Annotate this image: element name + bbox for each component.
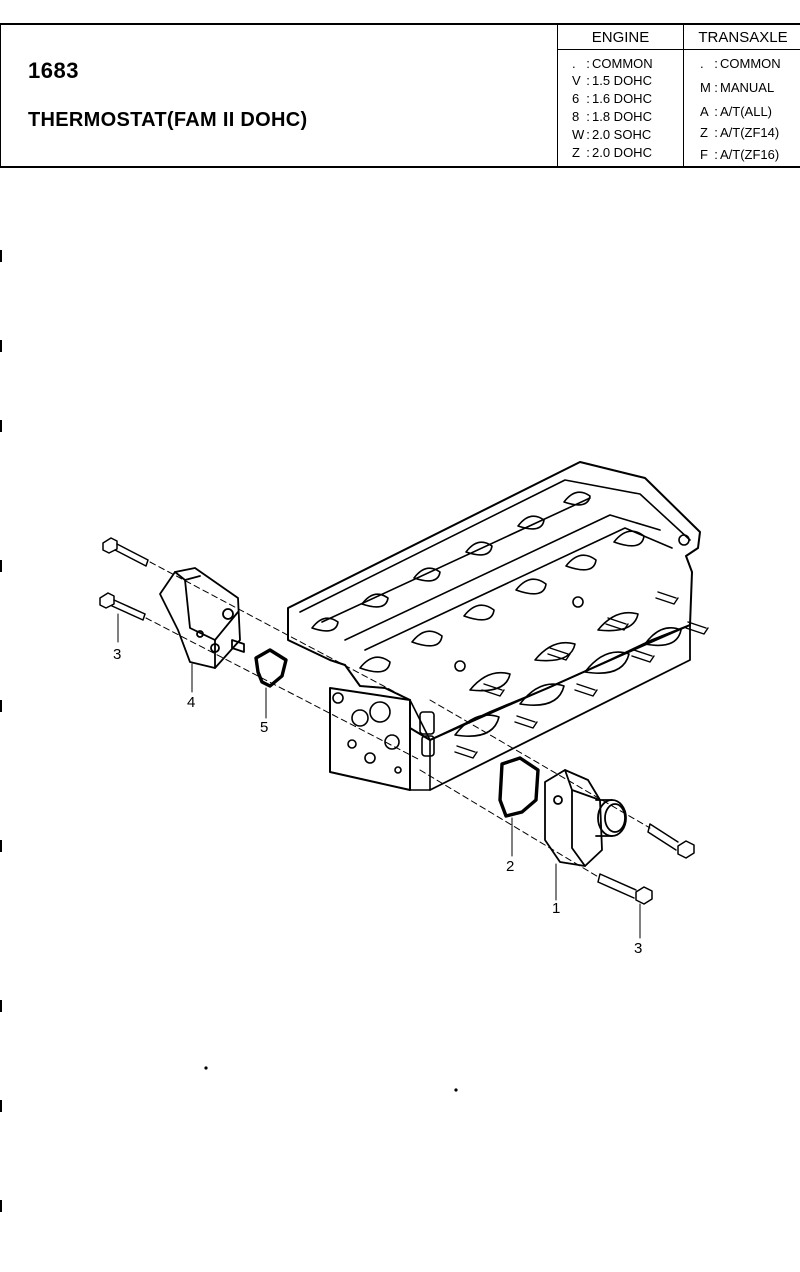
- callout-5: 5: [260, 719, 269, 736]
- header-top-rule: [0, 23, 800, 25]
- assembly-line-lower-right: [419, 769, 601, 879]
- engine-option: 8:1.8 DOHC: [572, 109, 652, 124]
- margin-mark: [0, 340, 2, 352]
- scan-speck: [204, 1066, 208, 1070]
- margin-mark: [0, 420, 2, 432]
- margin-mark: [0, 560, 2, 572]
- callout-2: 2: [506, 858, 515, 875]
- callout-3-right: 3: [634, 940, 643, 957]
- transaxle-option: M:MANUAL: [700, 80, 775, 95]
- cylinder-head: [287, 461, 709, 791]
- part-number: 1683: [28, 58, 79, 83]
- heading-rule: [558, 49, 800, 50]
- engine-option: Z:2.0 DOHC: [572, 145, 652, 160]
- bolt-upper-left: [102, 537, 149, 567]
- engine-column-divider: [557, 23, 558, 168]
- callout-1: 1: [552, 900, 561, 917]
- thermostat-housing-part-4: [159, 567, 245, 669]
- engine-option: V:1.5 DOHC: [572, 73, 652, 88]
- engine-heading: ENGINE: [591, 29, 650, 46]
- bolt-right-upper: [647, 823, 695, 859]
- assembly-line-upper-left: [149, 561, 411, 701]
- engine-option: W:2.0 SOHC: [572, 127, 652, 142]
- transaxle-heading: TRANSAXLE: [698, 29, 788, 46]
- gasket-part-2: [498, 756, 540, 818]
- gasket-part-5: [254, 648, 288, 688]
- assembly-line-lower-left: [145, 617, 421, 761]
- transaxle-column-divider: [683, 23, 684, 168]
- thermostat-housing-part-1: [544, 769, 627, 867]
- margin-mark: [0, 250, 2, 262]
- header-bottom-rule: [0, 166, 800, 168]
- assembly-line-upper-right: [429, 699, 651, 829]
- bolt-part-3-left: [99, 592, 146, 621]
- bolt-part-3-right: [597, 873, 653, 905]
- transaxle-option: .:COMMON: [700, 56, 781, 71]
- engine-option: 6:1.6 DOHC: [572, 91, 652, 106]
- callout-3-left: 3: [113, 646, 122, 663]
- scan-speck: [454, 1088, 458, 1092]
- transaxle-option: F:A/T(ZF16): [700, 147, 780, 162]
- margin-mark: [0, 840, 2, 852]
- margin-mark: [0, 1100, 2, 1112]
- header-left-border: [0, 23, 1, 168]
- transaxle-option: A:A/T(ALL): [700, 104, 773, 119]
- margin-mark: [0, 1200, 2, 1212]
- callout-4: 4: [187, 694, 196, 711]
- page-title: THERMOSTAT(FAM II DOHC): [28, 109, 308, 131]
- transaxle-option: Z:A/T(ZF14): [700, 125, 780, 140]
- margin-mark: [0, 700, 2, 712]
- engine-option: .:COMMON: [572, 56, 653, 71]
- margin-mark: [0, 1000, 2, 1012]
